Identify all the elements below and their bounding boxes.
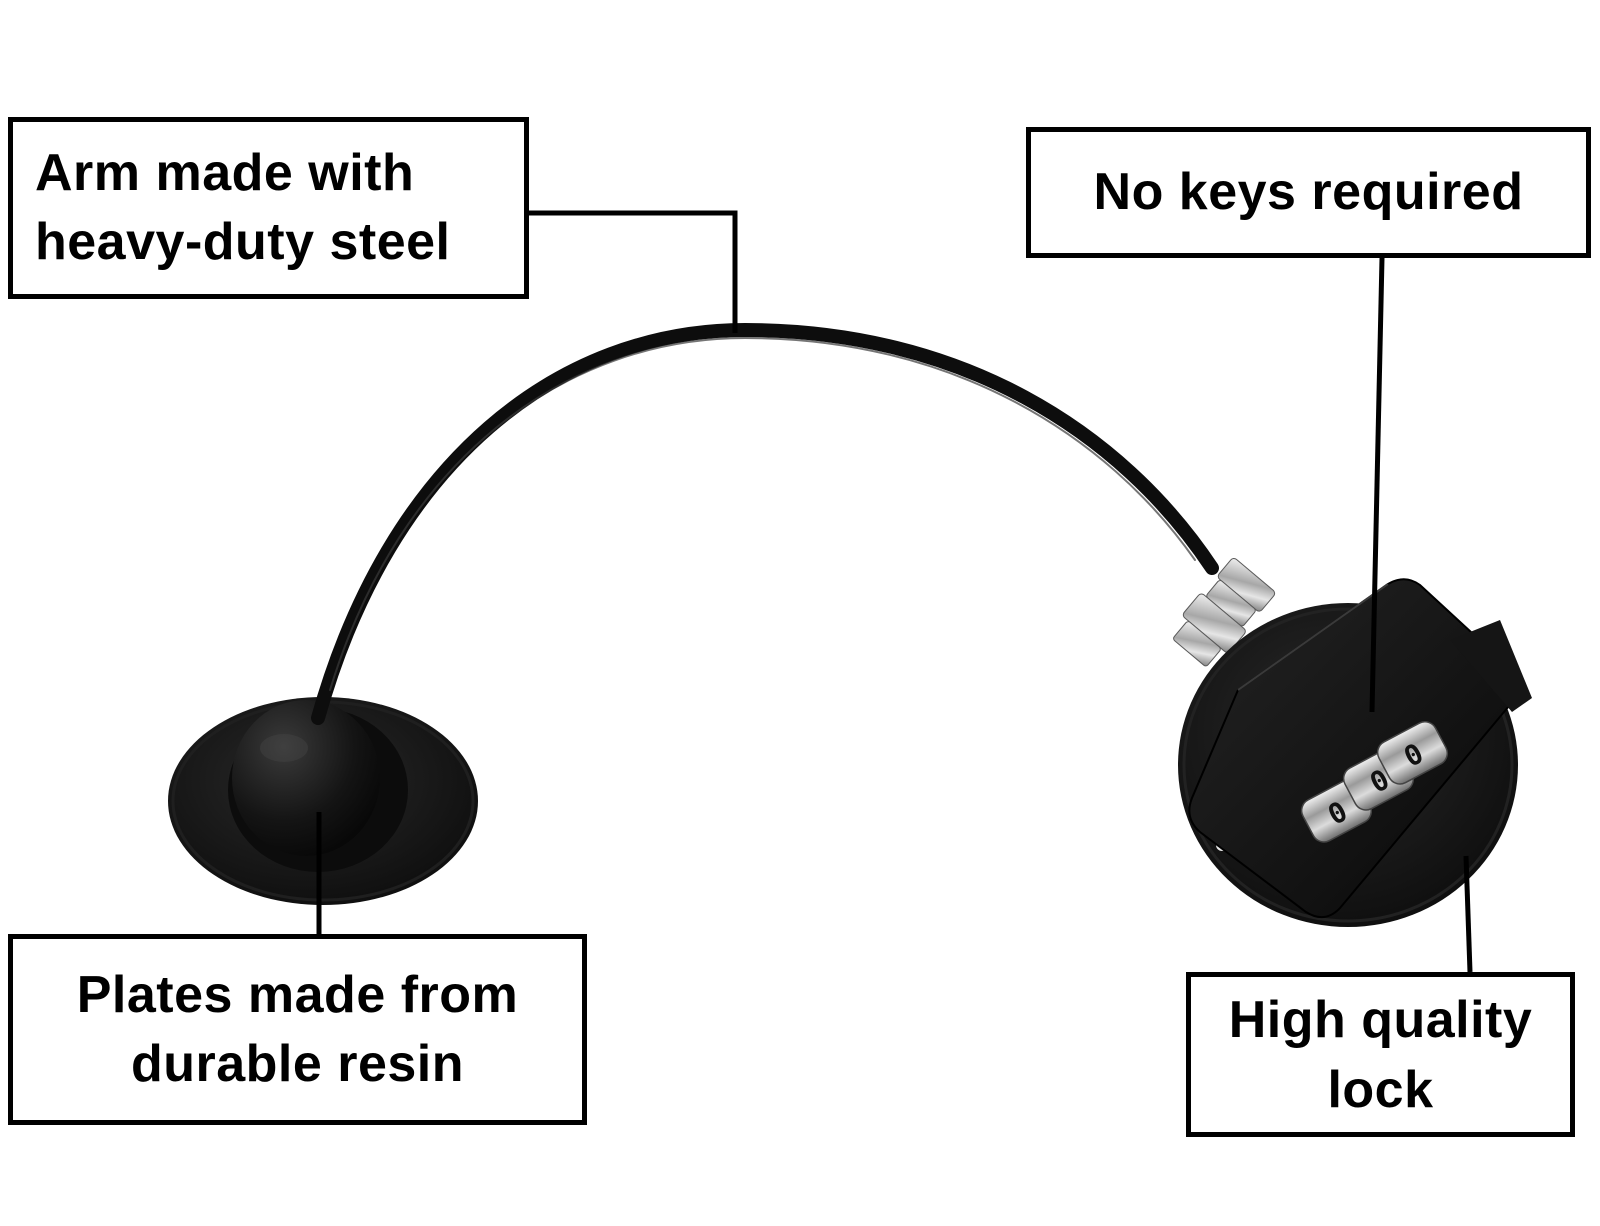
callout-lock-line1: High quality xyxy=(1228,990,1533,1049)
callout-keys-line1: No keys required xyxy=(1093,163,1524,221)
lock-plate-rim xyxy=(1182,607,1514,923)
steel-cable-arm xyxy=(311,322,1219,725)
leader-line-lock xyxy=(1463,855,1473,973)
callout-plates-line1: Plates made from xyxy=(76,965,519,1024)
callout-lock-line2: lock xyxy=(1327,1060,1434,1119)
leader-line-keys xyxy=(1369,257,1385,713)
lock-latch xyxy=(1450,620,1532,712)
combination-lock-body xyxy=(1188,578,1532,919)
callout-arm-line2: heavy-duty steel xyxy=(35,213,451,271)
knob-highlight xyxy=(260,734,308,762)
callout-lock-text: High quality lock xyxy=(1229,985,1533,1125)
callout-lock-quality: High quality lock xyxy=(1186,972,1575,1137)
cable-highlight xyxy=(329,336,1196,691)
lock-edge-highlight xyxy=(1237,583,1389,691)
callout-plates-line2: durable resin xyxy=(130,1034,465,1093)
callout-keys-text: No keys required xyxy=(1094,158,1524,227)
callout-no-keys: No keys required xyxy=(1026,127,1591,258)
callout-plates-text: Plates made from durable resin xyxy=(77,961,519,1099)
knob-dome xyxy=(232,700,380,856)
callout-arm-text: Arm made with heavy-duty steel xyxy=(35,139,451,277)
resin-base-plate xyxy=(168,697,478,905)
combination-dials: 0 0 0 xyxy=(1300,721,1449,843)
dial-3: 0 xyxy=(1376,721,1449,785)
callout-arm-line1: Arm made with xyxy=(35,144,415,202)
chrome-ferrule xyxy=(1173,557,1276,667)
callout-arm-material: Arm made with heavy-duty steel xyxy=(8,117,529,299)
leader-line-arm xyxy=(529,210,738,333)
callout-plates-material: Plates made from durable resin xyxy=(8,934,587,1125)
